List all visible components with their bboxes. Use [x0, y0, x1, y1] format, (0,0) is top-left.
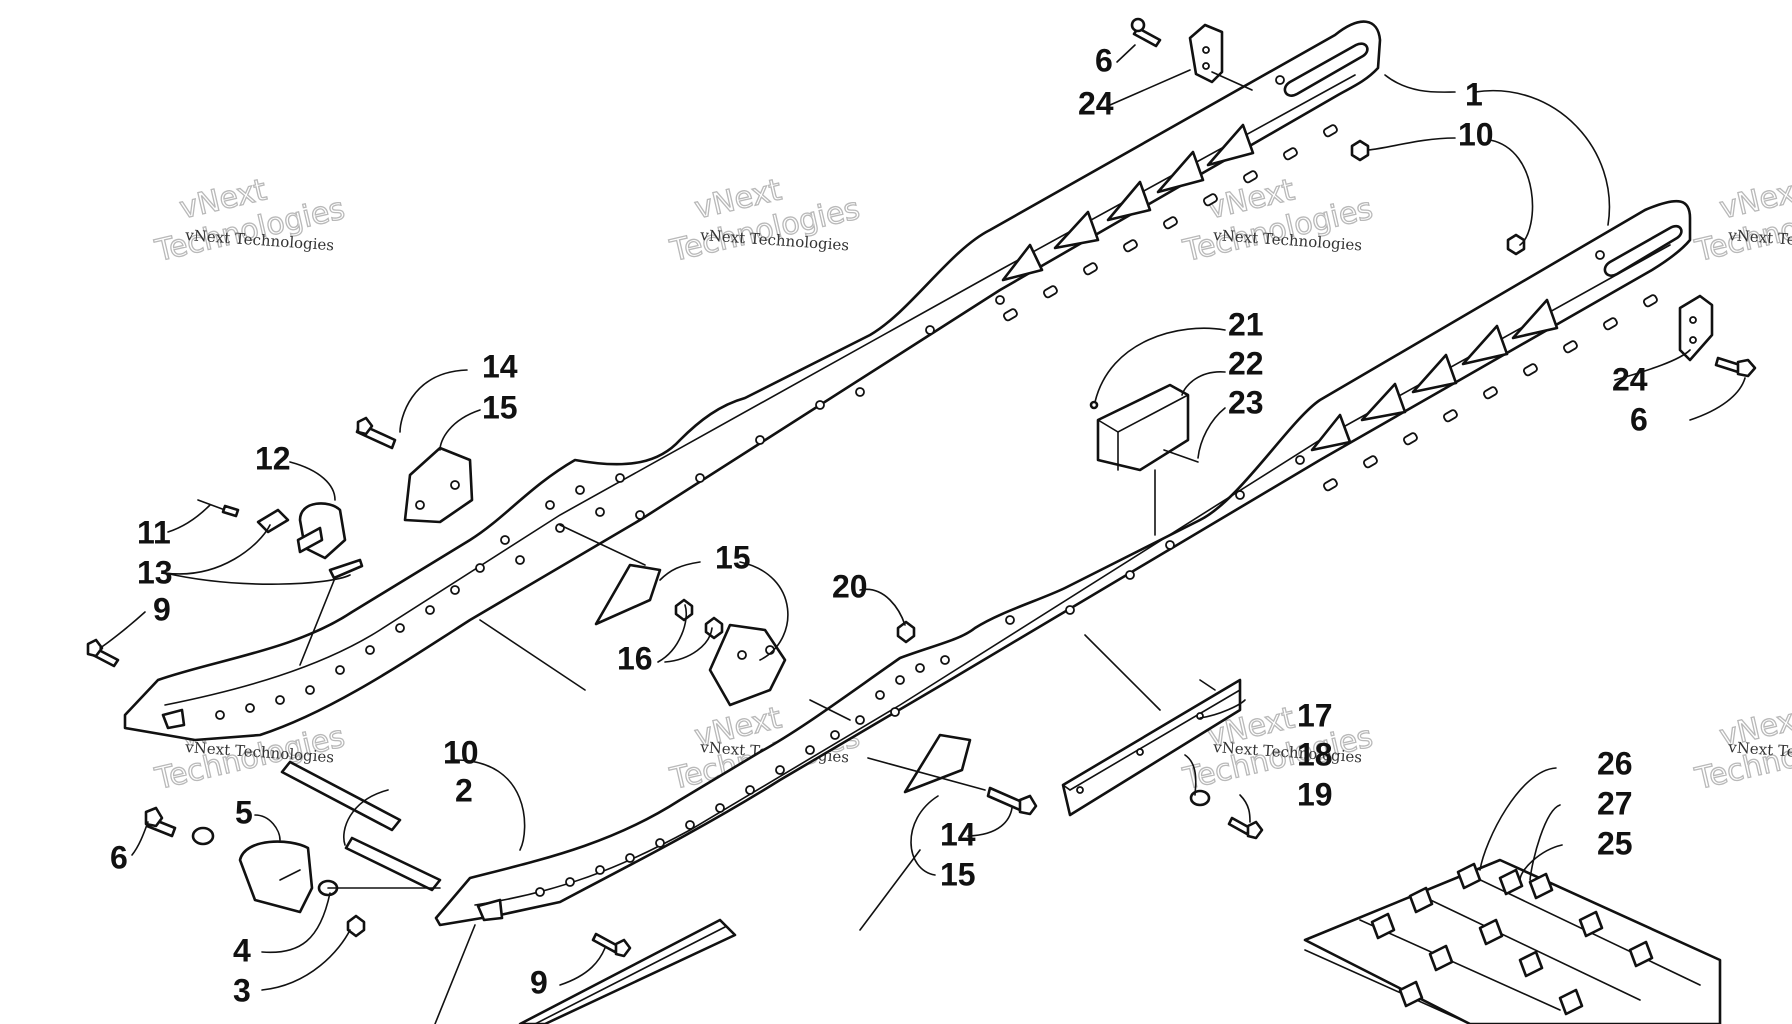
- callout-label-14: 14: [940, 816, 976, 852]
- bolt-9-lower: [591, 932, 632, 958]
- nut-20: [896, 620, 916, 644]
- bolt-14-lower: [986, 786, 1038, 816]
- callout-label-15: 15: [482, 389, 518, 425]
- callout-label-4: 4: [233, 932, 251, 968]
- callout-label-24: 24: [1078, 85, 1114, 121]
- callout-label-13: 13: [137, 554, 173, 590]
- bolt-6-top: [1130, 17, 1162, 48]
- bracket-24-top: [1188, 23, 1224, 84]
- callout-label-10: 10: [1458, 116, 1494, 152]
- callout-label-18: 18: [1297, 736, 1333, 772]
- callout-label-11: 11: [137, 514, 171, 550]
- bolt-14-top: [355, 416, 397, 450]
- bolt-9-left: [86, 638, 120, 668]
- callout-label-6: 6: [1095, 42, 1113, 78]
- callout-label-27: 27: [1597, 785, 1633, 821]
- bolt-6-lower: [144, 806, 177, 838]
- slide-rail-lower: [434, 199, 1692, 927]
- callout-label-1: 1: [1465, 76, 1483, 112]
- callout-label-21: 21: [1228, 306, 1264, 342]
- callout-label-9: 9: [153, 591, 171, 627]
- callout-label-22: 22: [1228, 345, 1264, 381]
- callout-label-3: 3: [233, 972, 251, 1008]
- callout-label-15: 15: [940, 856, 976, 892]
- slide-rail-upper: [123, 20, 1382, 742]
- bracket-12-assembly: [197, 499, 364, 580]
- callout-label-24: 24: [1612, 361, 1648, 397]
- callout-label-19: 19: [1297, 776, 1333, 812]
- nut-10-rear: [1350, 139, 1526, 256]
- hyfax-strip: [518, 918, 737, 1024]
- callout-label-2: 2: [455, 772, 473, 808]
- callout-label-15: 15: [715, 539, 751, 575]
- bumper-5: [238, 840, 314, 914]
- bracket-24-right: [1678, 294, 1714, 362]
- track-25: [1303, 858, 1722, 1024]
- bracket-15-center: [594, 563, 787, 707]
- callout-label-10: 10: [443, 734, 479, 770]
- callout-label-26: 26: [1597, 745, 1633, 781]
- callout-label-16: 16: [617, 640, 653, 676]
- callout-label-14: 14: [482, 348, 518, 384]
- nut-3: [346, 914, 366, 938]
- callout-label-17: 17: [1297, 697, 1333, 733]
- callout-label-5: 5: [235, 794, 253, 830]
- callout-labels: 1 10 6 24 24 6 21 22 23 14 15 12 11 13 9…: [110, 42, 1648, 1008]
- callout-label-6: 6: [1630, 401, 1648, 437]
- bracket-15-top: [403, 446, 474, 524]
- callout-label-20: 20: [832, 568, 868, 604]
- shaft-2: [280, 760, 442, 892]
- washer-18: [1189, 789, 1211, 807]
- bolt-6-right: [1714, 356, 1757, 378]
- callout-label-6: 6: [110, 839, 128, 875]
- callout-label-25: 25: [1597, 825, 1633, 861]
- nut-16: [674, 598, 724, 640]
- bracket-15-lower: [903, 733, 972, 794]
- bolt-19: [1227, 816, 1264, 840]
- wear-strip-17: [1061, 678, 1242, 817]
- bumper-22: [1089, 383, 1199, 472]
- callout-label-12: 12: [255, 440, 291, 476]
- callout-label-9: 9: [530, 964, 548, 1000]
- leader-lines: [99, 44, 1746, 1024]
- callout-label-23: 23: [1228, 384, 1264, 420]
